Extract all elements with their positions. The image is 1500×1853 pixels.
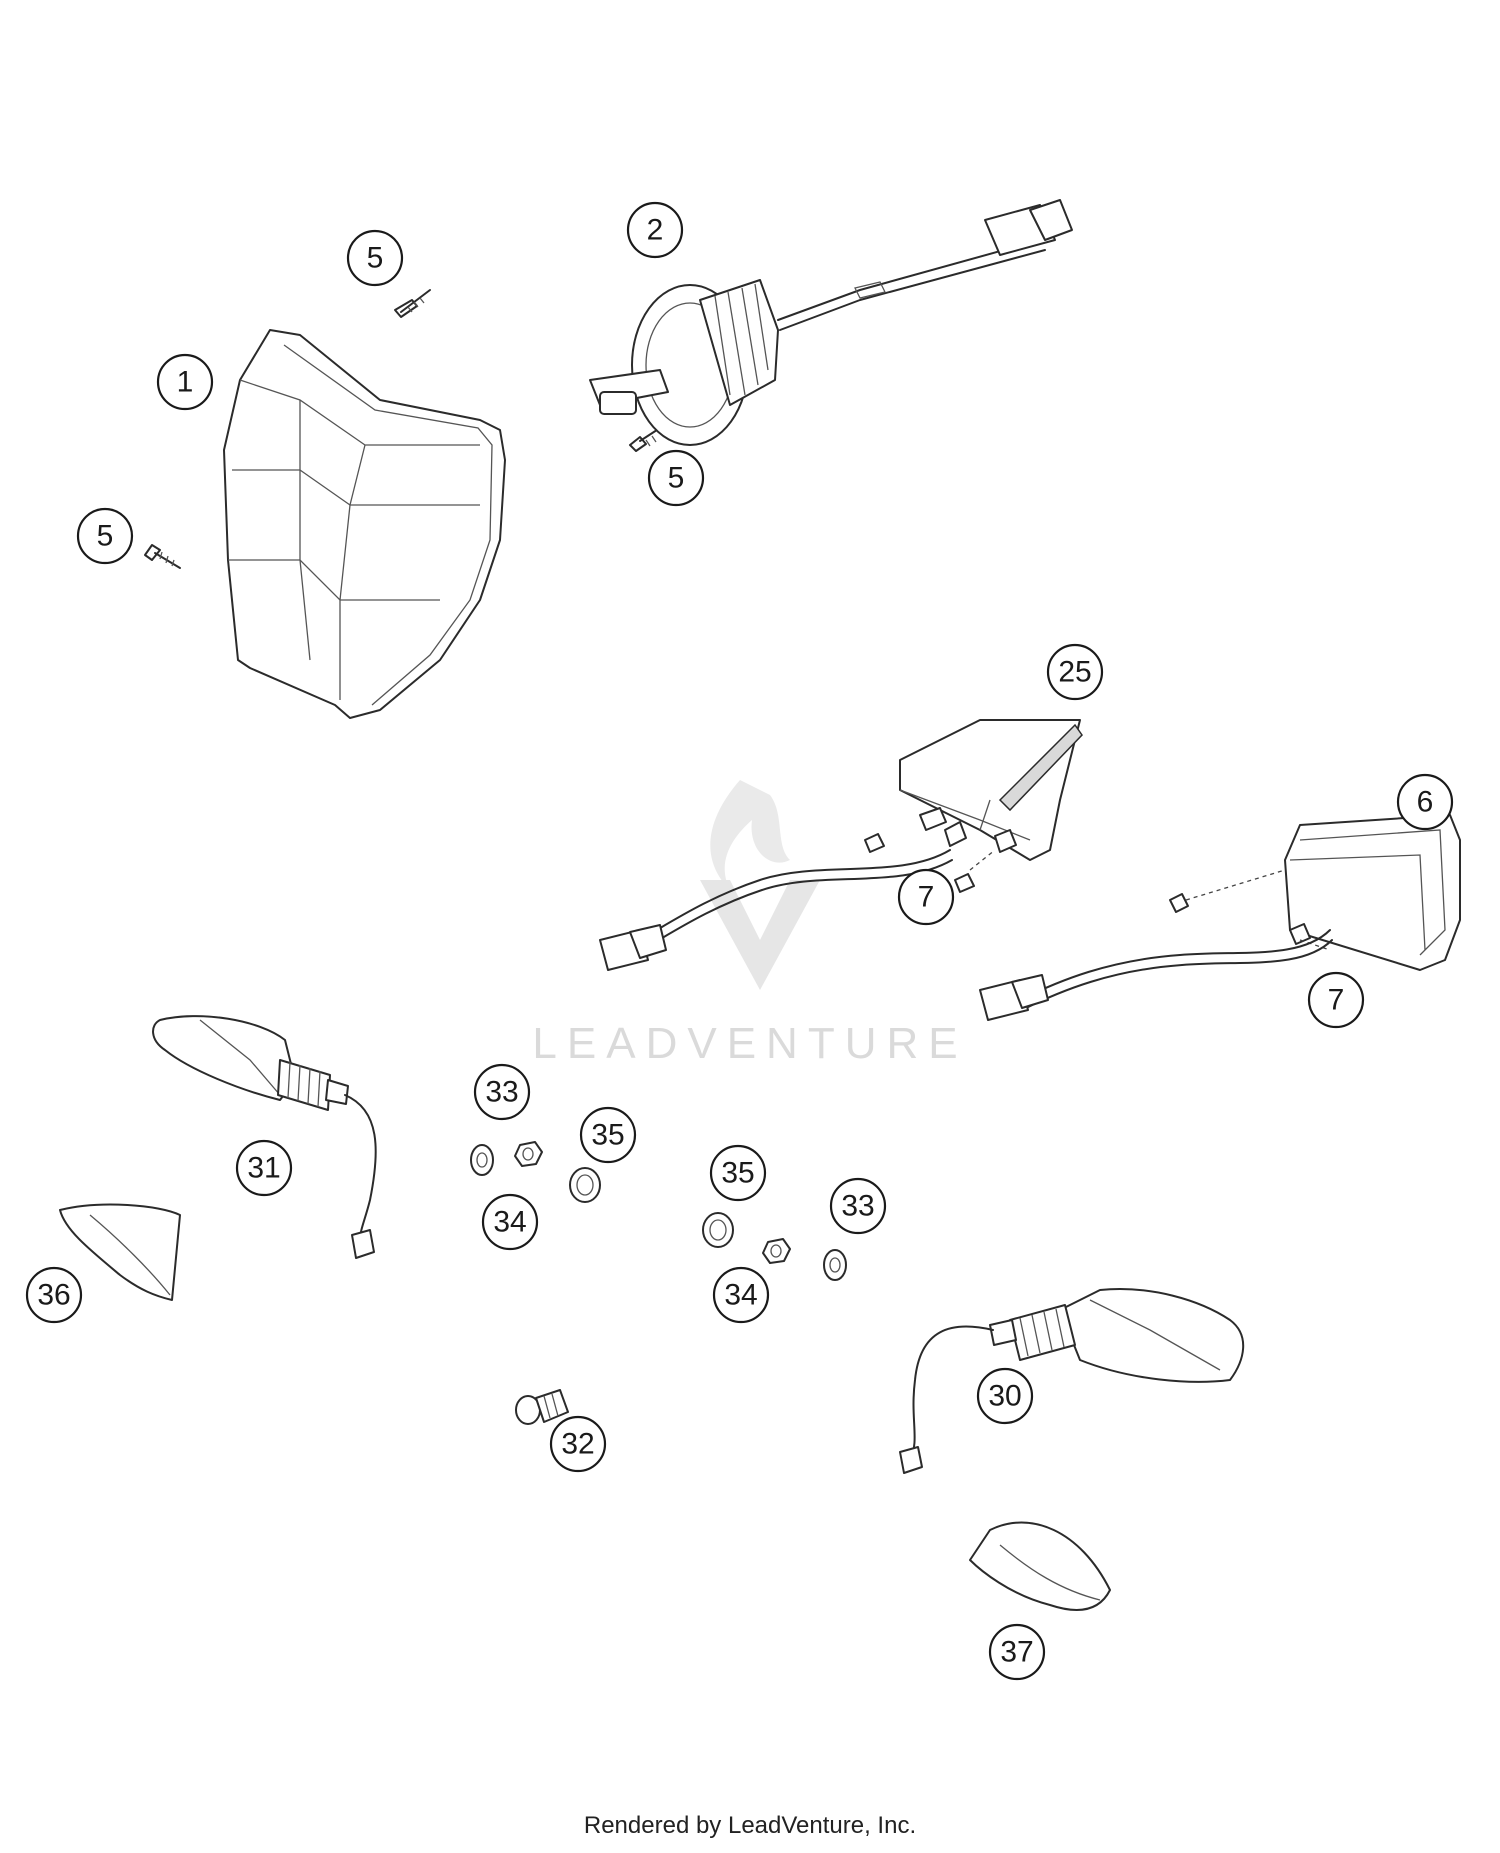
callout-6: 6 [1396, 773, 1454, 831]
callout-number: 6 [1417, 786, 1434, 819]
callout-circle [481, 1193, 539, 1251]
right-turn-signal-part [899, 1288, 1245, 1474]
callout-37: 37 [988, 1623, 1046, 1681]
callout-circle [579, 1106, 637, 1164]
callout-36: 36 [25, 1266, 83, 1324]
callout-number: 7 [1328, 984, 1345, 1017]
callout-circle [626, 201, 684, 259]
callout-group: 5 2 1 5 5 25 6 7 7 33 35 31 34 35 33 36 34 30 32 37 [25, 201, 1454, 1681]
callout-number: 34 [493, 1206, 526, 1239]
callout-number: 34 [724, 1279, 757, 1312]
washer-part [470, 1144, 494, 1176]
callout-35: 35 [579, 1106, 637, 1164]
left-turn-signal-lens-part [59, 1203, 181, 1301]
callout-circle [25, 1266, 83, 1324]
callout-circle [549, 1415, 607, 1473]
bulb-part [515, 1389, 569, 1425]
callout-number: 30 [988, 1380, 1021, 1413]
callout-32: 32 [549, 1415, 607, 1473]
callout-30: 30 [976, 1367, 1034, 1425]
screw-part [629, 427, 661, 452]
callout-circle [647, 449, 705, 507]
screw-part [394, 289, 431, 318]
grommet-part [702, 1212, 734, 1248]
callout-number: 32 [561, 1428, 594, 1461]
washer-part [823, 1249, 847, 1281]
callout-2: 2 [626, 201, 684, 259]
callout-circle [829, 1177, 887, 1235]
callout-number: 35 [721, 1157, 754, 1190]
callout-34: 34 [481, 1193, 539, 1251]
callout-33: 33 [473, 1063, 531, 1121]
callout-number: 36 [37, 1279, 70, 1312]
callout-circle [712, 1266, 770, 1324]
callout-number: 33 [841, 1190, 874, 1223]
callout-number: 35 [591, 1119, 624, 1152]
callout-number: 1 [177, 366, 194, 399]
callout-25: 25 [1046, 643, 1104, 701]
right-turn-signal-lens-part [969, 1521, 1111, 1611]
callout-circle [473, 1063, 531, 1121]
nut-part [514, 1141, 543, 1167]
callout-35: 35 [709, 1144, 767, 1202]
callout-circle [988, 1623, 1046, 1681]
watermark-text: LEADVENTURE [532, 1019, 967, 1068]
grommet-part [569, 1167, 601, 1203]
callout-circle [346, 229, 404, 287]
callout-number: 33 [485, 1076, 518, 1109]
headlight-bulb-part [589, 199, 1073, 446]
callout-circle [235, 1139, 293, 1197]
headlight-mask-part [223, 329, 506, 719]
screw-part [144, 544, 181, 569]
left-turn-signal-part [152, 1015, 377, 1259]
callout-circle [76, 507, 134, 565]
callout-circle [156, 353, 214, 411]
callout-34: 34 [712, 1266, 770, 1324]
callout-number: 25 [1058, 656, 1091, 689]
leadventure-watermark: LEADVENTURE [532, 780, 967, 1068]
callout-circle [709, 1144, 767, 1202]
callout-number: 5 [97, 520, 114, 553]
tail-light-part [979, 814, 1461, 1021]
callout-circle [1046, 643, 1104, 701]
callout-circle [1307, 971, 1365, 1029]
callout-circle [897, 868, 955, 926]
callout-circle [976, 1367, 1034, 1425]
callout-number: 31 [247, 1152, 280, 1185]
callout-33: 33 [829, 1177, 887, 1235]
callout-5: 5 [346, 229, 404, 287]
callout-5: 5 [76, 507, 134, 565]
number-plate-light-part [599, 719, 1083, 971]
callout-circle [1396, 773, 1454, 831]
callout-5: 5 [647, 449, 705, 507]
callout-number: 37 [1000, 1636, 1033, 1669]
callout-31: 31 [235, 1139, 293, 1197]
callout-number: 7 [918, 881, 935, 914]
callout-1: 1 [156, 353, 214, 411]
footer-credit: Rendered by LeadVenture, Inc. [583, 1812, 917, 1839]
callout-7: 7 [1307, 971, 1365, 1029]
callout-7: 7 [897, 868, 955, 926]
nut-part [762, 1238, 791, 1264]
callout-number: 5 [668, 462, 685, 495]
callout-number: 5 [367, 242, 384, 275]
callout-number: 2 [647, 214, 664, 247]
